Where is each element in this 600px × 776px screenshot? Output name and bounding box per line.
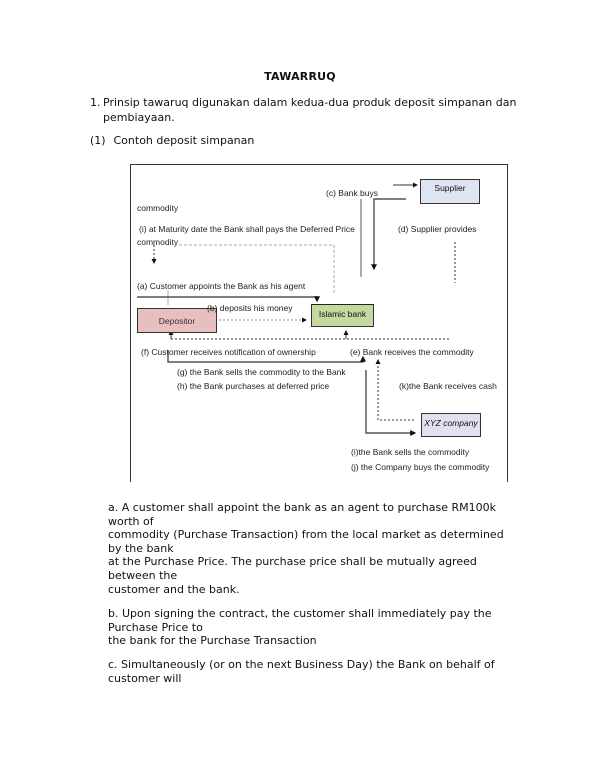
paragraph-a-line: by the bank	[108, 541, 174, 555]
depositor-box: Depositor	[137, 308, 217, 333]
label-a: (a) Customer appoints the Bank as his ag…	[137, 281, 306, 291]
paragraph-a: a. A customer shall appoint the bank as …	[108, 501, 508, 596]
paragraph-a-line: worth of	[108, 514, 154, 528]
diagram-connectors	[137, 182, 456, 436]
section-1-number: (1)	[90, 134, 106, 147]
paragraph-a-line: at the Purchase Price. The purchase pric…	[108, 555, 477, 569]
point-1-text-line1: Prinsip tawaruq digunakan dalam kedua-du…	[103, 96, 517, 109]
paragraph-b-line: Purchase Price to	[108, 620, 203, 634]
islamic-bank-box: Islamic bank	[311, 304, 374, 327]
label-d: (d) Supplier provides	[398, 224, 477, 234]
label-b: (b) deposits his money	[207, 303, 293, 313]
label-commodity-i: commodity	[137, 237, 179, 247]
paragraph-c-line: customer will	[108, 671, 182, 685]
paragraph-a-line: a. A customer shall appoint the bank as …	[108, 501, 496, 514]
paragraph-a-line: between the	[108, 568, 178, 582]
paragraph-b-line: b. Upon signing the contract, the custom…	[108, 607, 492, 620]
label-i: (i) at Maturity date the Bank shall pays…	[139, 224, 355, 234]
label-h: (h) the Bank purchases at deferred price	[177, 381, 330, 391]
point-1-number: 1.	[90, 96, 101, 109]
label-c: (c) Bank buys	[326, 188, 378, 198]
label-i2: (i)the Bank sells the commodity	[351, 447, 470, 457]
document-title: TAWARRUQ	[264, 70, 336, 83]
label-j: (j) the Company buys the commodity	[351, 462, 490, 472]
point-1: 1. Prinsip tawaruq digunakan dalam kedua…	[90, 95, 520, 125]
paragraph-a-line: commodity (Purchase Transaction) from th…	[108, 528, 504, 542]
label-commodity-top: commodity	[137, 203, 179, 213]
supplier-box: Supplier	[420, 179, 480, 204]
paragraph-a-line: customer and the bank.	[108, 582, 240, 596]
label-f: (f) Customer receives notification of ow…	[141, 347, 316, 357]
label-g: (g) the Bank sells the commodity to the …	[177, 367, 346, 377]
section-1-heading: (1) Contoh deposit simpanan	[90, 134, 254, 147]
label-e: (e) Bank receives the commodity	[350, 347, 474, 357]
point-1-text-line2: pembiayaan.	[103, 111, 175, 124]
label-k: (k)the Bank receives cash	[399, 381, 497, 391]
paragraph-b: b. Upon signing the contract, the custom…	[108, 607, 508, 648]
paragraph-c-line: c. Simultaneously (or on the next Busine…	[108, 658, 495, 671]
xyz-company-box: XYZ company	[421, 413, 481, 437]
section-1-text: Contoh deposit simpanan	[113, 134, 255, 147]
paragraph-b-line: the bank for the Purchase Transaction	[108, 634, 317, 648]
paragraph-c: c. Simultaneously (or on the next Busine…	[108, 658, 508, 685]
tawarruq-flow-diagram: Supplier Depositor Islamic bank XYZ comp…	[130, 164, 508, 482]
